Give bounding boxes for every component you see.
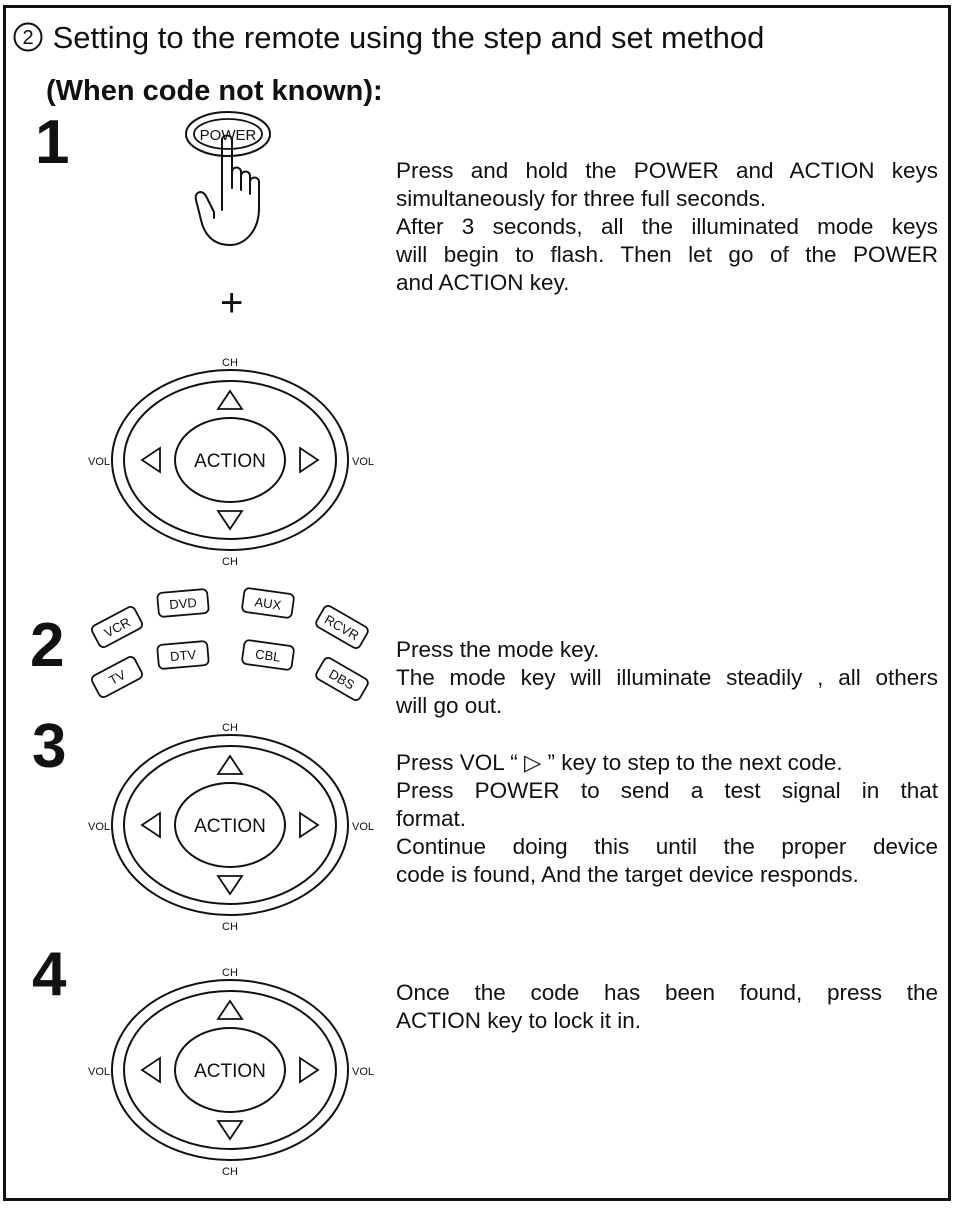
vol-left-arrow-icon [140,1056,161,1084]
section-heading: 2 Setting to the remote using the step a… [12,20,764,56]
step-3-line-5: code is found, And the target device res… [396,862,859,887]
vol-right-arrow-icon [299,1056,320,1084]
step-2-line-1: Press the mode key. [396,637,600,662]
step-2-text: Press the mode key. The mode key will il… [396,636,938,720]
ch-label-bottom: CH [222,556,238,568]
step-3-line-2: Press POWER to send a test signal in tha… [396,778,938,803]
ch-label: CH [222,722,238,734]
vol-left-arrow-icon [140,811,161,839]
step-1-number: 1 [35,108,70,177]
ch-down-arrow-icon [216,510,244,531]
section-title: Setting to the remote using the step and… [52,20,765,55]
action-keypad-4: CH ACTION VOL VOL CH [80,955,380,1205]
section-subtitle: (When code not known): [46,75,383,107]
ch-up-arrow-icon [216,389,244,410]
mode-keys-illustration: VCR DVD AUX RCVR TV DTV CBL DBS [91,587,369,701]
mode-key-dvd: DVD [169,595,198,612]
instruction-box [3,5,951,1201]
step-2-line-2: The mode key will illuminate steadily , … [396,665,938,690]
action-keypad-1: CH ACTION VOL VOL CH [80,345,380,595]
step-2-line-3: will go out. [396,693,503,718]
vol-label-right: VOL [352,456,374,468]
step-3-number: 3 [32,712,67,781]
action-key-label: ACTION [194,451,266,472]
step-1-line-3: After 3 seconds, all the illuminated mod… [396,214,938,239]
vol-label-left: VOL [88,1066,110,1078]
step-4-line-2: ACTION key to lock it in. [396,1008,642,1033]
vol-left-arrow-icon [140,446,161,474]
step-4-text: Once the code has been found, press the … [396,979,938,1035]
vol-label-left: VOL [88,456,110,468]
step-1-line-5: and ACTION key. [396,270,570,295]
circled-number: 2 [22,27,33,49]
mode-key-dtv: DTV [169,647,197,664]
vol-label-right: VOL [352,821,374,833]
step-2-number: 2 [30,611,65,680]
step-1-line-4: will begin to flash. Then let go of the … [396,242,938,267]
ch-label-bottom: CH [222,921,238,933]
ch-up-arrow-icon [216,999,244,1020]
mode-key-cbl: CBL [254,646,281,664]
mode-key-tv: TV [106,667,128,688]
step-4-number: 4 [32,940,67,1009]
step-1-line-2: simultaneously for three full seconds. [396,186,767,211]
power-key-illustration: POWER [185,111,271,246]
step-3-line-3: format. [396,806,467,831]
step-3-text: Press VOL “ ▷ ” key to step to the next … [396,749,938,889]
vol-right-arrow-icon [299,446,320,474]
mode-key-aux: AUX [254,594,283,613]
action-key-label: ACTION [194,1061,266,1082]
plus-sign: + [220,281,244,325]
ch-label-bottom: CH [222,1166,238,1178]
pressing-hand-icon [194,134,260,246]
vol-right-arrow-icon [299,811,320,839]
ch-down-arrow-icon [216,875,244,896]
step-3-line-4: Continue doing this until the proper dev… [396,834,938,859]
ch-up-arrow-icon [216,754,244,775]
ch-label: CH [222,357,238,369]
step-4-line-1: Once the code has been found, press the [396,980,938,1005]
ch-label: CH [222,967,238,979]
step-3-line-1: Press VOL “ ▷ ” key to step to the next … [396,750,843,775]
action-keypad-3: CH ACTION VOL VOL CH [80,710,380,960]
circled-number-badge: 2 [13,22,43,52]
step-1-line-1: Press and hold the POWER and ACTION keys [396,158,938,183]
step-1-text: Press and hold the POWER and ACTION keys… [396,157,938,297]
vol-label-left: VOL [88,821,110,833]
vol-label-right: VOL [352,1066,374,1078]
ch-down-arrow-icon [216,1120,244,1141]
action-key-label: ACTION [194,816,266,837]
